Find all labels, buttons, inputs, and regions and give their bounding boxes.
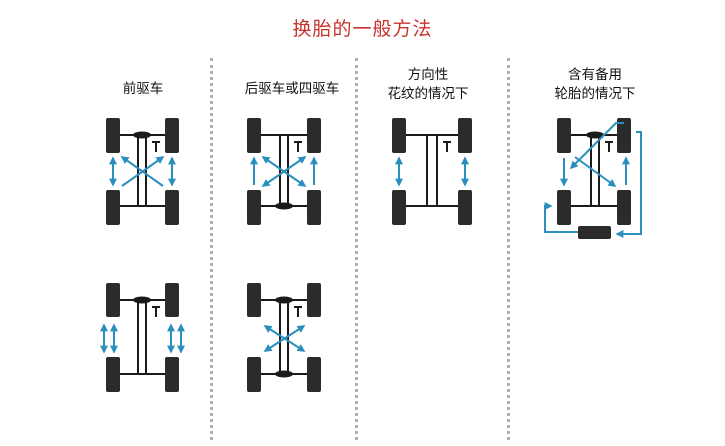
column-divider	[507, 58, 510, 440]
tire	[106, 118, 120, 153]
tire	[247, 190, 261, 225]
differential	[275, 370, 293, 378]
differential	[275, 202, 293, 210]
tire	[557, 118, 571, 153]
tire	[247, 283, 261, 317]
tire	[458, 190, 472, 225]
label-with-spare-tire: 含有备用 轮胎的情况下	[540, 66, 650, 104]
tire	[617, 118, 631, 153]
tire	[165, 190, 179, 225]
label-rear-or-four-wheel-drive: 后驱车或四驱车	[244, 81, 340, 97]
label-line: 方向性	[407, 67, 449, 83]
tire	[307, 118, 321, 153]
rotation-arrows	[395, 156, 469, 187]
column-divider	[355, 58, 358, 440]
tire	[307, 283, 321, 317]
label-line: 轮胎的情况下	[554, 86, 636, 102]
tire	[106, 190, 120, 225]
spare-tire	[578, 226, 611, 239]
chassis	[120, 299, 165, 375]
differential	[133, 131, 151, 139]
car-with-spare	[544, 118, 642, 239]
car-front-drive-cross	[106, 118, 179, 225]
car-rear-drive-cross-bottom	[247, 283, 321, 392]
rotation-arrows	[250, 156, 318, 187]
label-line: 花纹的情况下	[387, 86, 469, 102]
tire	[106, 283, 120, 317]
tire	[392, 190, 406, 225]
tire	[247, 357, 261, 392]
rotation-arrows	[263, 325, 306, 352]
tire	[247, 118, 261, 153]
rotation-arrows	[100, 323, 185, 354]
tire	[557, 190, 571, 225]
differential	[275, 296, 293, 304]
differential	[133, 296, 151, 304]
car-front-drive-straight	[100, 283, 185, 392]
tire	[307, 190, 321, 225]
label-front-wheel-drive: 前驱车	[122, 81, 164, 97]
tire	[165, 118, 179, 153]
tire	[307, 357, 321, 392]
chassis	[406, 134, 458, 207]
car-rear-drive-cross-top	[247, 118, 321, 225]
differential	[586, 131, 604, 139]
rotation-arrows	[544, 122, 642, 238]
tire	[458, 118, 472, 153]
tire	[165, 357, 179, 392]
label-line: 含有备用	[568, 67, 622, 83]
car-directional-tread	[392, 118, 472, 225]
column-divider	[210, 58, 213, 440]
tire	[392, 118, 406, 153]
tire	[617, 190, 631, 225]
label-directional-tread: 方向性 花纹的情况下	[378, 66, 478, 104]
tire	[165, 283, 179, 317]
page-title: 换胎的一般方法	[292, 18, 433, 40]
rotation-arrows	[109, 156, 176, 187]
tire	[106, 357, 120, 392]
